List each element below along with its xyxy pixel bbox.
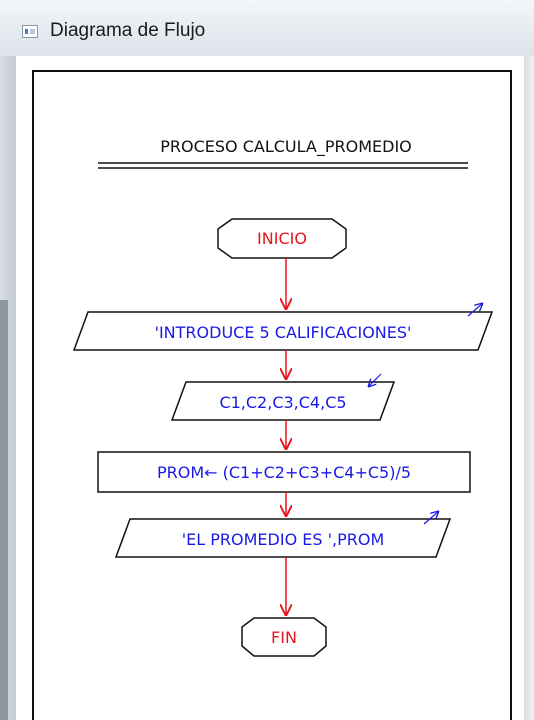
output-prompt-text: 'INTRODUCE 5 CALIFICACIONES' <box>155 323 412 342</box>
output-result-text: 'EL PROMEDIO ES ',PROM <box>182 530 385 549</box>
window-title: Diagrama de Flujo <box>50 20 206 41</box>
process-title: PROCESO CALCULA_PROMEDIO <box>160 137 412 157</box>
start-label: INICIO <box>257 229 307 248</box>
end-terminal <box>241 617 327 657</box>
window-frame-right <box>524 56 534 720</box>
input-shape <box>170 381 396 421</box>
assign-text: PROM← (C1+C2+C3+C4+C5)/5 <box>157 463 411 482</box>
end-label: FIN <box>271 628 297 647</box>
input-vars-text: C1,C2,C3,C4,C5 <box>219 393 346 412</box>
assign-process-box <box>97 451 471 493</box>
output-indicator-icon <box>467 303 483 317</box>
start-terminal <box>217 218 347 259</box>
output-indicator-icon <box>423 511 439 525</box>
output-prompt-shape <box>72 311 494 351</box>
window-titlebar[interactable]: Diagrama de Flujo <box>0 0 534 56</box>
window-frame-shadow <box>0 300 8 720</box>
app-window-icon <box>22 25 38 38</box>
diagram-border <box>32 70 512 720</box>
output-result-shape <box>114 518 452 558</box>
input-indicator-icon <box>368 373 382 387</box>
